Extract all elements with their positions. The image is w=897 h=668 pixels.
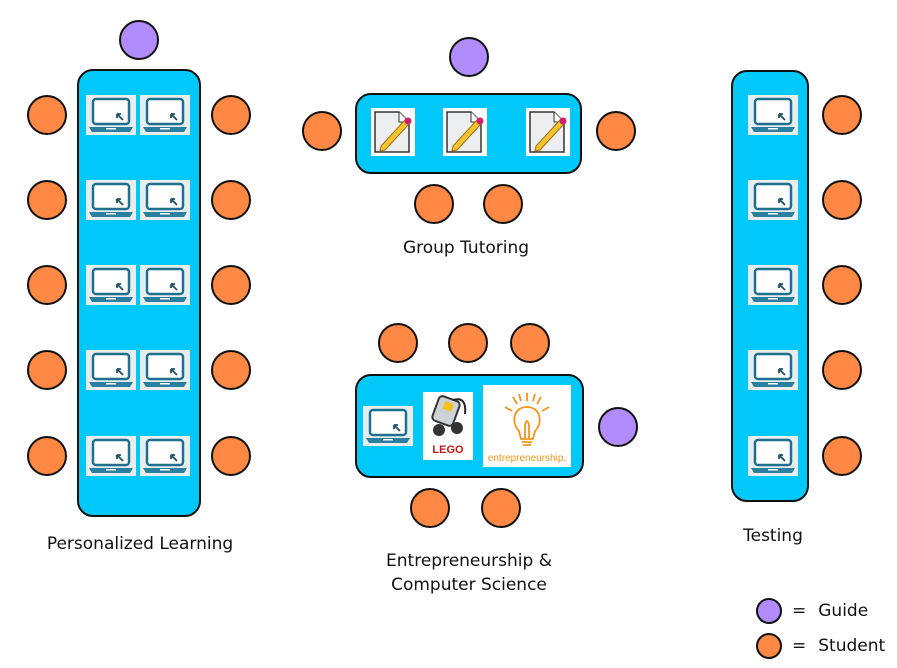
- laptop-icon: [363, 406, 413, 446]
- lego-label: LEGO: [432, 444, 464, 456]
- laptop-icon: [140, 265, 190, 305]
- laptop-icon: [748, 350, 798, 390]
- laptop-icon: [748, 265, 798, 305]
- station-label-personalized-learning: Personalized Learning: [46, 534, 234, 554]
- station-label-group-tutoring: Group Tutoring: [402, 238, 530, 258]
- station-label-entrepreneurship-line2: Computer Science: [391, 575, 547, 595]
- legend-student: = Student: [756, 633, 885, 659]
- student-seat: [211, 180, 251, 220]
- student-seat: [302, 111, 342, 151]
- student-seat: [27, 350, 67, 390]
- laptop-icon: [140, 350, 190, 390]
- laptop-icon: [748, 95, 798, 135]
- student-seat: [211, 350, 251, 390]
- legend-guide: = Guide: [756, 598, 868, 624]
- student-seat: [822, 265, 862, 305]
- student-seat: [27, 436, 67, 476]
- student-circle-icon: [756, 633, 782, 659]
- entrepreneurship-label: entrepreneurship.: [487, 453, 567, 464]
- student-seat: [448, 323, 488, 363]
- legend-student-label: Student: [818, 636, 886, 656]
- student-seat: [27, 180, 67, 220]
- station-label-entrepreneurship-line1: Entrepreneurship &: [386, 551, 552, 571]
- laptop-icon: [748, 436, 798, 476]
- student-seat: [410, 488, 450, 528]
- student-seat: [27, 265, 67, 305]
- guide-seat: [598, 407, 638, 447]
- notepad-pencil-icon: [526, 108, 570, 156]
- notepad-pencil-icon: [443, 108, 487, 156]
- laptop-icon: [748, 180, 798, 220]
- student-seat: [211, 265, 251, 305]
- laptop-icon: [86, 95, 136, 135]
- laptop-icon: [140, 180, 190, 220]
- lego-robot-icon: LEGO: [423, 392, 473, 460]
- laptop-icon: [86, 265, 136, 305]
- entrepreneurship-lightbulb-icon: entrepreneurship.: [483, 385, 571, 467]
- student-seat: [481, 488, 521, 528]
- laptop-icon: [86, 180, 136, 220]
- student-seat: [483, 184, 523, 224]
- student-seat: [414, 184, 454, 224]
- legend-equals: =: [792, 636, 807, 656]
- station-label-testing: Testing: [743, 526, 803, 546]
- guide-seat: [119, 20, 159, 60]
- laptop-icon: [86, 350, 136, 390]
- guide-seat: [449, 37, 489, 77]
- student-seat: [596, 111, 636, 151]
- student-seat: [822, 436, 862, 476]
- student-seat: [211, 436, 251, 476]
- legend-guide-label: Guide: [818, 601, 869, 621]
- student-seat: [27, 95, 67, 135]
- student-seat: [822, 350, 862, 390]
- student-seat: [211, 95, 251, 135]
- student-seat: [822, 180, 862, 220]
- legend-equals: =: [792, 601, 807, 621]
- student-seat: [510, 323, 550, 363]
- student-seat: [822, 95, 862, 135]
- student-seat: [378, 323, 418, 363]
- laptop-icon: [86, 436, 136, 476]
- laptop-icon: [140, 95, 190, 135]
- notepad-pencil-icon: [371, 108, 415, 156]
- laptop-icon: [140, 436, 190, 476]
- guide-circle-icon: [756, 598, 782, 624]
